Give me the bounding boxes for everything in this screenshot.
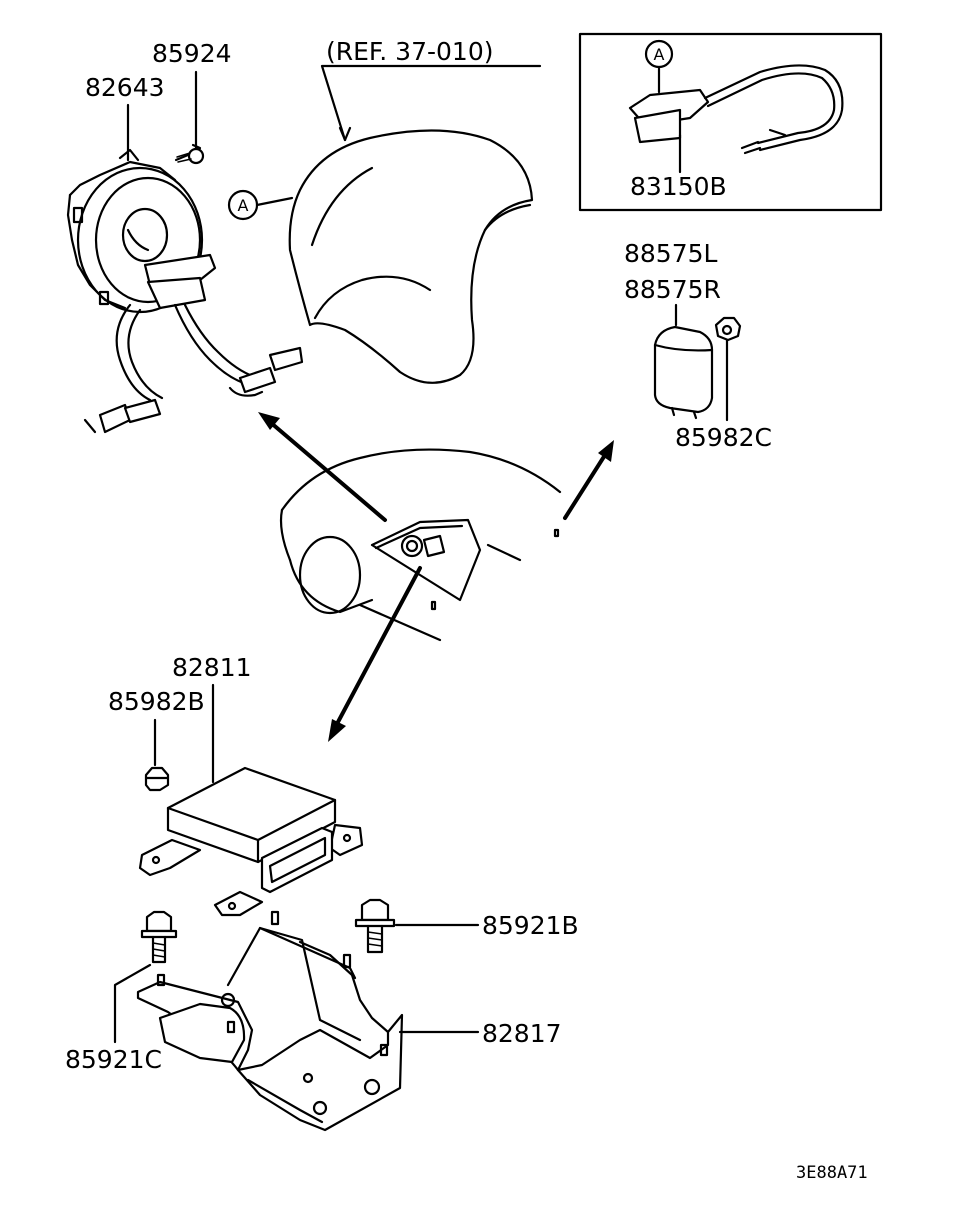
part-label-83150B: 83150B xyxy=(630,172,727,201)
part-label-85924: 85924 xyxy=(152,39,232,68)
bracket-82817 xyxy=(136,910,404,1132)
inset-box: A 83150B xyxy=(578,32,883,212)
reference-label: (REF. 37-010) xyxy=(326,37,493,66)
arrow-to-clock-spring xyxy=(258,412,387,522)
vehicle-dashboard xyxy=(279,448,562,642)
callout-a-letter: A xyxy=(238,196,249,215)
arrow-to-impact-sensor xyxy=(563,440,614,520)
part-label-88575R: 88575R xyxy=(624,275,721,304)
callout-a-inset-letter: A xyxy=(654,45,665,64)
bolt-85921b xyxy=(354,898,396,954)
steering-pad xyxy=(288,129,534,384)
clock-spring-assembly xyxy=(66,148,304,434)
leader-ref xyxy=(320,64,542,142)
leader-85921C xyxy=(113,963,152,1044)
part-label-85982C: 85982C xyxy=(675,423,772,452)
part-label-88575L: 88575L xyxy=(624,239,718,268)
drawing-code: 3E88A71 xyxy=(796,1163,868,1183)
part-label-85921B: 85921B xyxy=(482,911,579,940)
callout-a-main: A xyxy=(227,189,294,221)
nut-85982c xyxy=(714,316,742,342)
bolt-85921c xyxy=(140,910,178,964)
airbag-control-unit xyxy=(138,766,364,917)
screw-85924 xyxy=(174,143,205,165)
part-label-82643: 82643 xyxy=(85,73,165,102)
part-label-85982B: 85982B xyxy=(108,687,205,716)
part-label-82817: 82817 xyxy=(482,1019,562,1048)
nut-85982b xyxy=(144,766,170,792)
impact-sensor xyxy=(653,325,714,420)
arrow-to-control-unit xyxy=(328,566,422,742)
part-label-82811: 82811 xyxy=(172,653,252,682)
part-label-85921C: 85921C xyxy=(65,1045,162,1074)
